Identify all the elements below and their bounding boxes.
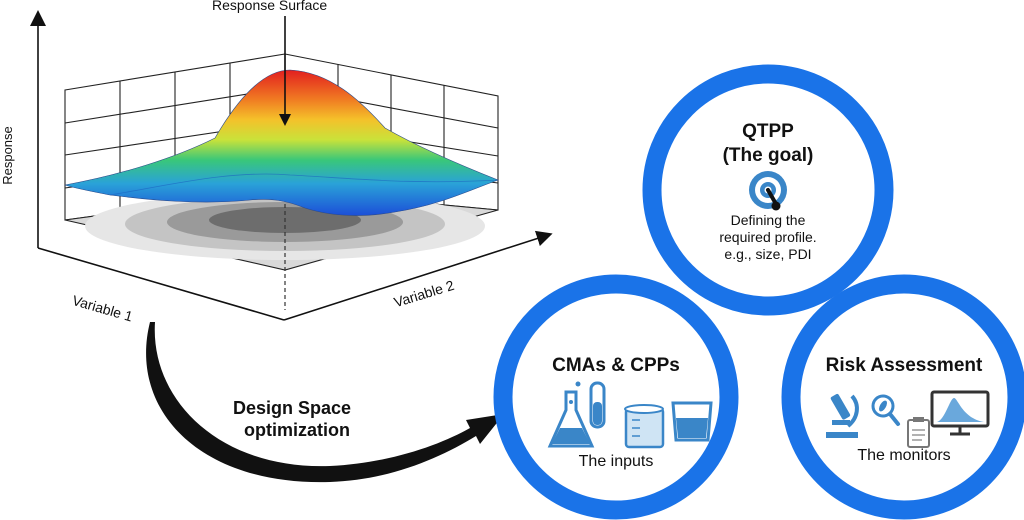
risk-ring (781, 274, 1024, 520)
qtpp-title-line1: QTPP (742, 121, 794, 142)
x-axis (37, 247, 285, 321)
response-surface (64, 69, 499, 216)
cma-title: CMAs & CPPs (552, 355, 680, 376)
test-tube-icon (589, 381, 606, 429)
design-space-label-line1: Design Space (233, 398, 352, 418)
risk-title: Risk Assessment (825, 355, 983, 376)
z-axis (283, 230, 553, 321)
risk-caption: The monitors (857, 447, 951, 464)
cma-ring (493, 274, 739, 520)
monitor-chart-icon (930, 390, 990, 436)
target-icon (749, 171, 787, 211)
beaker-icon (624, 404, 665, 449)
cma-caption: The inputs (578, 453, 654, 470)
qtpp-title-line2: (The goal) (722, 145, 814, 166)
microscope-icon (826, 393, 859, 438)
surface-title: Response Surface (212, 0, 328, 13)
glass-icon (671, 401, 713, 442)
design-space-label-line2: optimization (244, 420, 350, 440)
y-axis-label: Response (0, 126, 15, 185)
qtpp-desc-line1: Defining the (730, 212, 806, 228)
magnifier-icon (871, 394, 900, 426)
qtpp-desc-line3: e.g., size, PDI (724, 246, 812, 262)
flask-icon (547, 381, 595, 448)
clipboard-icon (907, 417, 930, 448)
qtpp-desc-line2: required profile. (719, 229, 817, 245)
